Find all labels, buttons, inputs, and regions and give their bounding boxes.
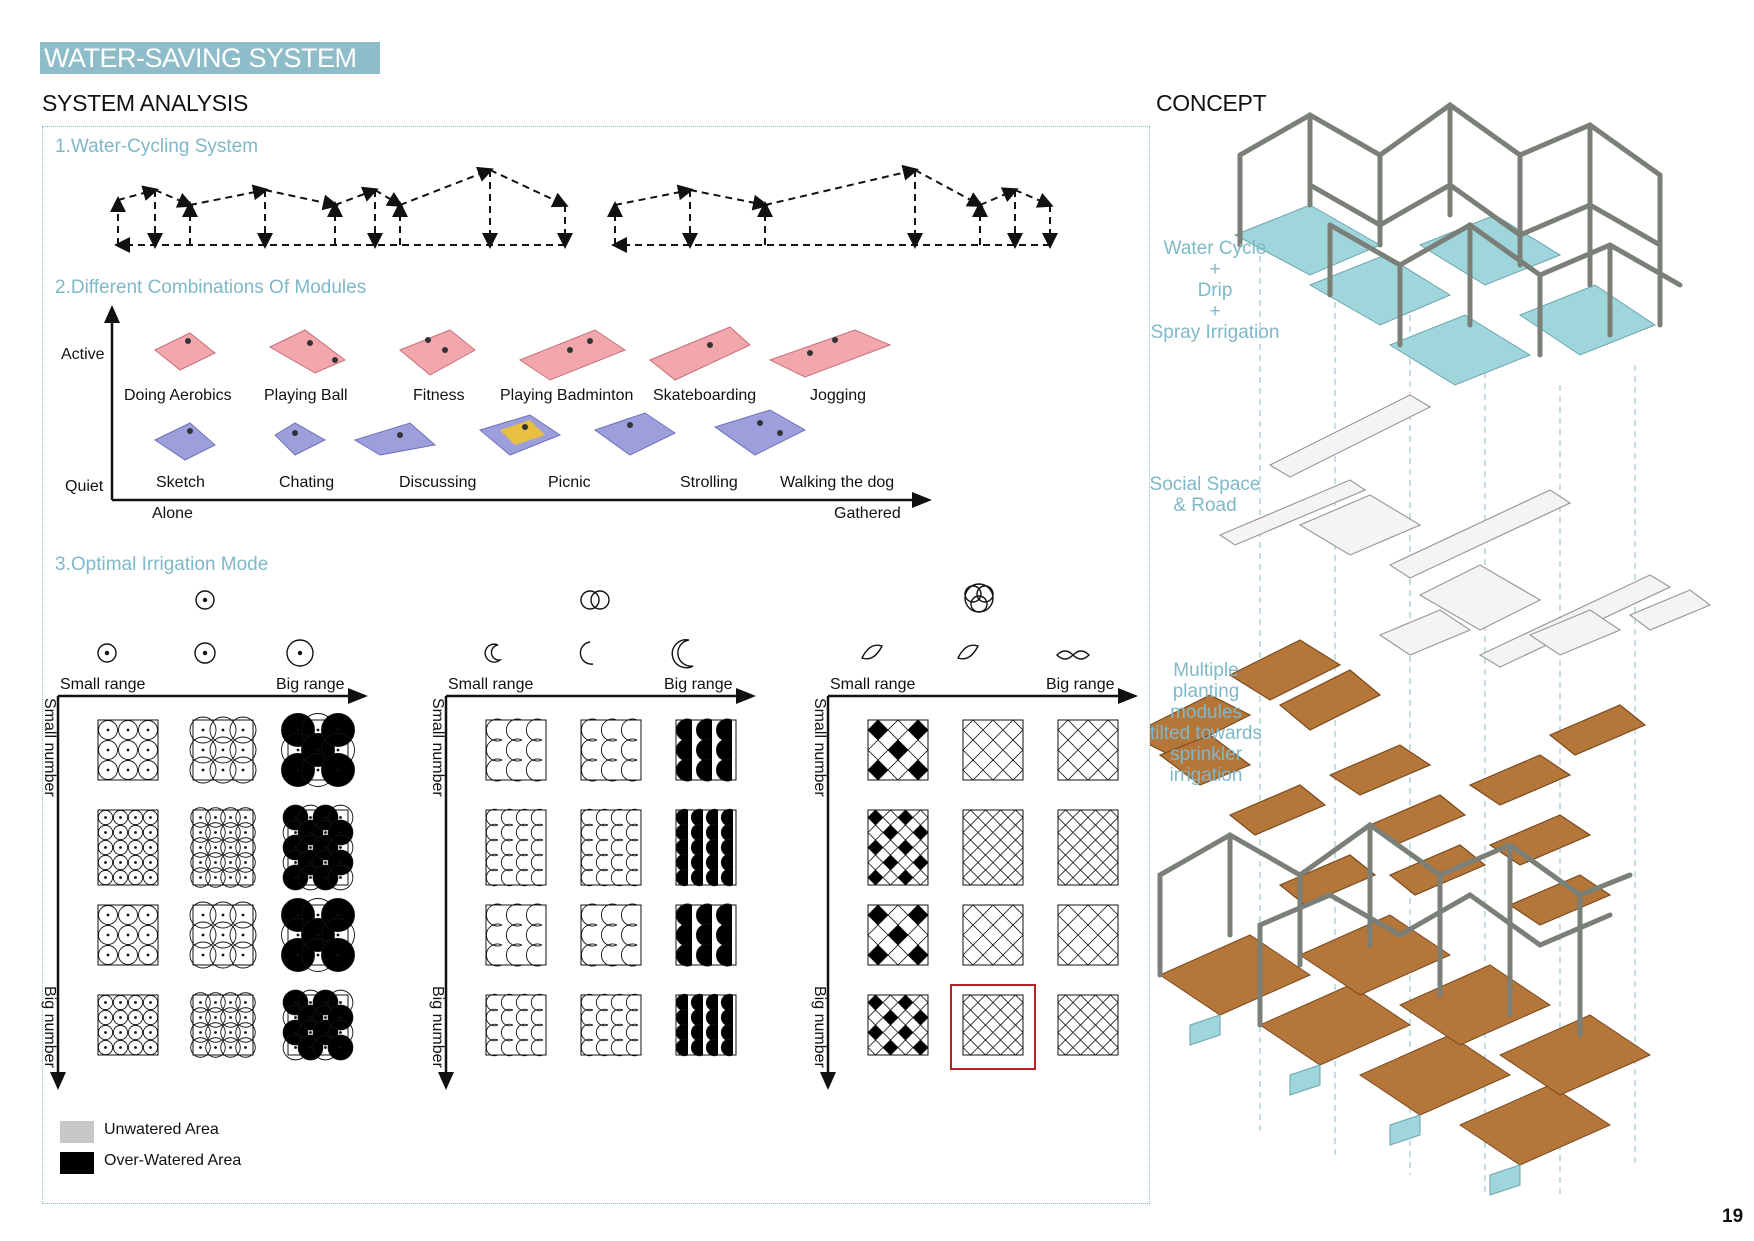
legend-unwatered-swatch (60, 1121, 94, 1143)
activity-axes (104, 305, 932, 508)
irrigation-pattern-tile (1057, 719, 1119, 781)
irrigation-pattern-tile (190, 992, 256, 1058)
irrigation-pattern-tile (867, 719, 929, 781)
activity-label: Fitness (413, 387, 465, 404)
irrigation-pattern-tile (675, 903, 737, 967)
activity-label: Walking the dog (780, 474, 895, 491)
irrigation-pattern-tile (190, 807, 256, 888)
irrigation-pattern-tile (189, 901, 257, 969)
section-water-cycling-title: 1.Water-Cycling System (55, 136, 259, 157)
irrigation-pattern-tile (675, 718, 737, 782)
irrigation-pattern-tile (1057, 904, 1119, 966)
legend-unwatered-label: Unwatered Area (104, 1121, 219, 1138)
concept-title: CONCEPT (1156, 90, 1267, 116)
legend-overwatered-label: Over-Watered Area (104, 1152, 242, 1169)
activity-label: Playing Ball (264, 387, 348, 404)
irrigation-pattern-tile (675, 993, 737, 1057)
irrigation-pattern-tile (1057, 809, 1119, 886)
optimal-mode-highlight (950, 984, 1036, 1070)
irrigation-pattern-tile (97, 809, 159, 886)
grid-axis-big-range: Big range (1046, 676, 1115, 693)
concept-label-water-cycle: Water Cycle + Drip + Spray Irrigation (1150, 238, 1280, 343)
irrigation-pattern-tile (962, 904, 1024, 966)
activity-label: Doing Aerobics (124, 387, 232, 404)
system-analysis-panel (42, 126, 1150, 1204)
irrigation-pattern-tile (580, 808, 642, 887)
irrigation-pattern-tile (580, 718, 642, 782)
concept-label-planting: Multiple planting modules tilted towards… (1150, 660, 1262, 786)
irrigation-pattern-tile (282, 804, 354, 891)
irrigation-pattern-tile (97, 904, 159, 966)
irrigation-pattern-tile (867, 994, 929, 1056)
irrigation-pattern-tile (867, 809, 929, 886)
axis-label-active: Active (61, 346, 105, 363)
water-cycle-diagram (110, 164, 1058, 253)
irrigation-grids (50, 688, 1138, 1090)
irrigation-pattern-tile (675, 808, 737, 887)
axis-label-alone: Alone (152, 505, 193, 522)
page-banner-title: WATER-SAVING SYSTEM (40, 42, 380, 74)
system-analysis-title: SYSTEM ANALYSIS (42, 90, 248, 116)
page-number: 19 (1722, 1206, 1744, 1227)
grid-axis-small-range: Small range (830, 676, 916, 693)
concept-axonometric (1150, 101, 1712, 1196)
irrigation-pattern-tile (485, 718, 547, 782)
section-irrigation-title: 3.Optimal Irrigation Mode (55, 554, 269, 575)
axis-label-quiet: Quiet (65, 478, 104, 495)
irrigation-pattern-tile (485, 808, 547, 887)
grid-axis-big-range: Big range (276, 676, 345, 693)
irrigation-pattern-tile (189, 716, 257, 784)
concept-label-social-space: Social Space & Road (1149, 474, 1261, 516)
activity-label: Sketch (156, 474, 205, 491)
activity-label: Skateboarding (653, 387, 757, 404)
activity-label: Picnic (548, 474, 591, 491)
irrigation-pattern-tile (867, 904, 929, 966)
irrigation-pattern-tile (962, 809, 1024, 886)
irrigation-pattern-tile (97, 719, 159, 781)
irrigation-pattern-tile (282, 989, 354, 1061)
irrigation-pattern-tile (97, 994, 159, 1056)
irrigation-pattern-tile (485, 903, 547, 967)
sprinkler-icons (97, 583, 1090, 669)
activity-label: Jogging (810, 387, 867, 404)
grid-axis-small-range: Small range (448, 676, 534, 693)
section-combinations-title: 2.Different Combinations Of Modules (55, 277, 367, 298)
irrigation-pattern-tile (962, 719, 1024, 781)
irrigation-pattern-tile (580, 903, 642, 967)
grid-axis-small-range: Small range (60, 676, 146, 693)
irrigation-pattern-tile (281, 713, 355, 787)
irrigation-pattern-tile (580, 993, 642, 1057)
activity-label: Discussing (399, 474, 477, 491)
activity-label: Playing Badminton (500, 387, 634, 404)
grid-axis-big-range: Big range (664, 676, 733, 693)
axis-label-gathered: Gathered (834, 505, 901, 522)
irrigation-pattern-tile (485, 993, 547, 1057)
irrigation-pattern-tile (962, 994, 1024, 1056)
activity-label: Chating (279, 474, 335, 491)
irrigation-pattern-tile (281, 898, 355, 972)
activity-label: Strolling (680, 474, 738, 491)
legend-overwatered-swatch (60, 1152, 94, 1174)
irrigation-pattern-tile (1057, 994, 1119, 1056)
